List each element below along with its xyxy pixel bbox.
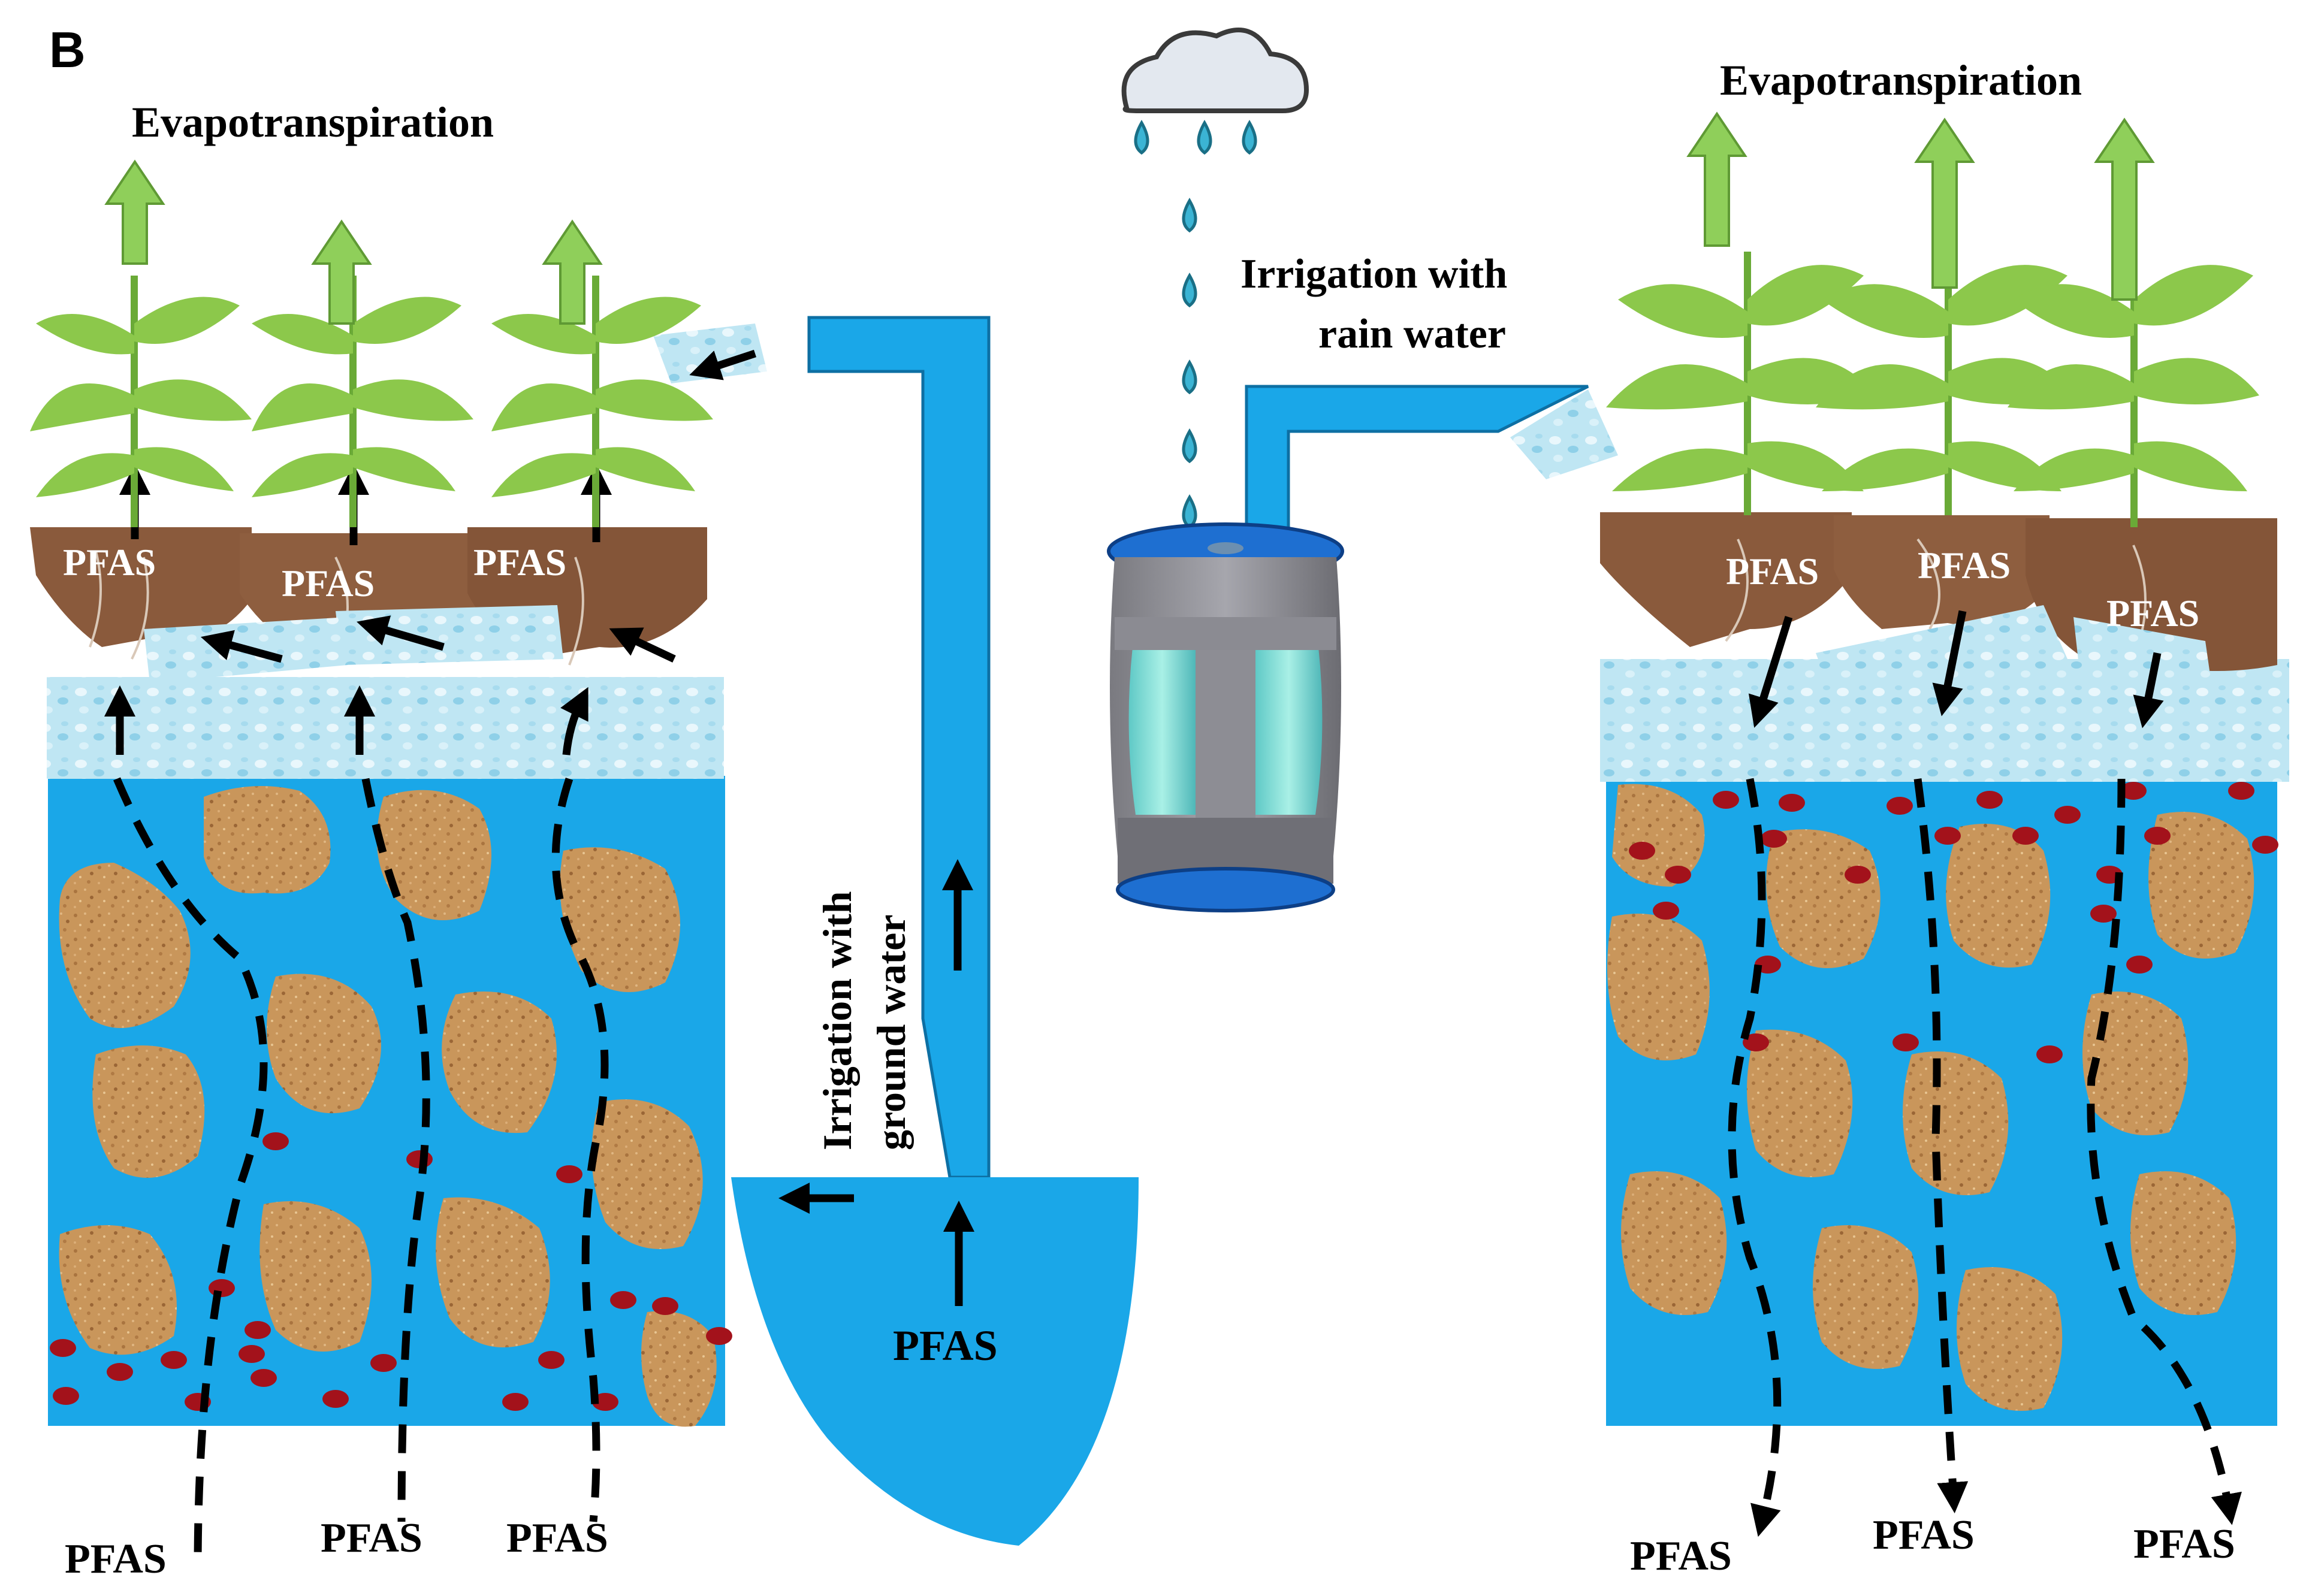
right-evapotranspiration-arrows bbox=[1686, 111, 2155, 301]
rainwater-irrigation-label: Irrigation with bbox=[1240, 251, 1507, 297]
plant-icon bbox=[2008, 252, 2259, 527]
left-root-pfas-label: PFAS bbox=[282, 562, 375, 604]
right-bottom-pfas-label: PFAS bbox=[1873, 1512, 1975, 1558]
plant-icon bbox=[252, 276, 473, 527]
left-system: Evapotranspiration PFAS PFAS PFAS PFAS P… bbox=[30, 98, 1139, 1582]
left-bottom-pfas-label: PFAS bbox=[321, 1515, 422, 1561]
rain-cloud-icon bbox=[1121, 28, 1309, 113]
right-evapotranspiration-label: Evapotranspiration bbox=[1720, 56, 2082, 104]
right-root-pfas-label: PFAS bbox=[1726, 550, 1819, 593]
right-bottom-pfas-label: PFAS bbox=[2133, 1521, 2235, 1567]
right-root-pfas-label: PFAS bbox=[2106, 592, 2199, 634]
left-root-pfas-label: PFAS bbox=[473, 541, 566, 584]
right-flow-paths bbox=[1728, 778, 2242, 1537]
left-bottom-pfas-label: PFAS bbox=[506, 1515, 608, 1561]
groundwater-pfas-label: PFAS bbox=[893, 1322, 998, 1370]
rain-drops bbox=[1134, 119, 1257, 530]
right-leaching-arrows bbox=[1748, 610, 2164, 729]
right-bottom-pfas-label: PFAS bbox=[1630, 1533, 1732, 1579]
groundwater-well bbox=[731, 1177, 1139, 1546]
plant-icon bbox=[491, 276, 713, 527]
groundwater-irrigation-label: ground water bbox=[868, 914, 914, 1150]
groundwater-pipe bbox=[807, 316, 991, 1179]
plant-icon bbox=[30, 276, 252, 527]
left-evapotranspiration-label: Evapotranspiration bbox=[132, 98, 494, 146]
right-root-pfas-label: PFAS bbox=[1918, 544, 2011, 587]
left-evapotranspiration-arrows bbox=[104, 159, 603, 325]
left-flow-paths bbox=[113, 777, 609, 1570]
groundwater-irrigation-label: Irrigation with bbox=[814, 891, 860, 1150]
water-barrel-icon bbox=[1107, 522, 1344, 912]
left-bottom-pfas-label: PFAS bbox=[65, 1536, 167, 1582]
left-water-layer bbox=[47, 677, 724, 779]
left-root-pfas-label: PFAS bbox=[63, 541, 156, 584]
left-sand-particles bbox=[59, 786, 717, 1427]
right-sand-particles bbox=[1607, 784, 2254, 1411]
left-plants bbox=[30, 276, 713, 527]
right-system: Evapotranspiration PFAS PFAS PFAS PFAS P… bbox=[1600, 56, 2289, 1579]
right-plants bbox=[1606, 252, 2259, 527]
rainwater-irrigation-label: rain water bbox=[1318, 311, 1506, 357]
plant-icon bbox=[1606, 252, 1876, 515]
right-pfas-dots bbox=[1629, 782, 2278, 1063]
panel-label: B bbox=[49, 22, 86, 78]
